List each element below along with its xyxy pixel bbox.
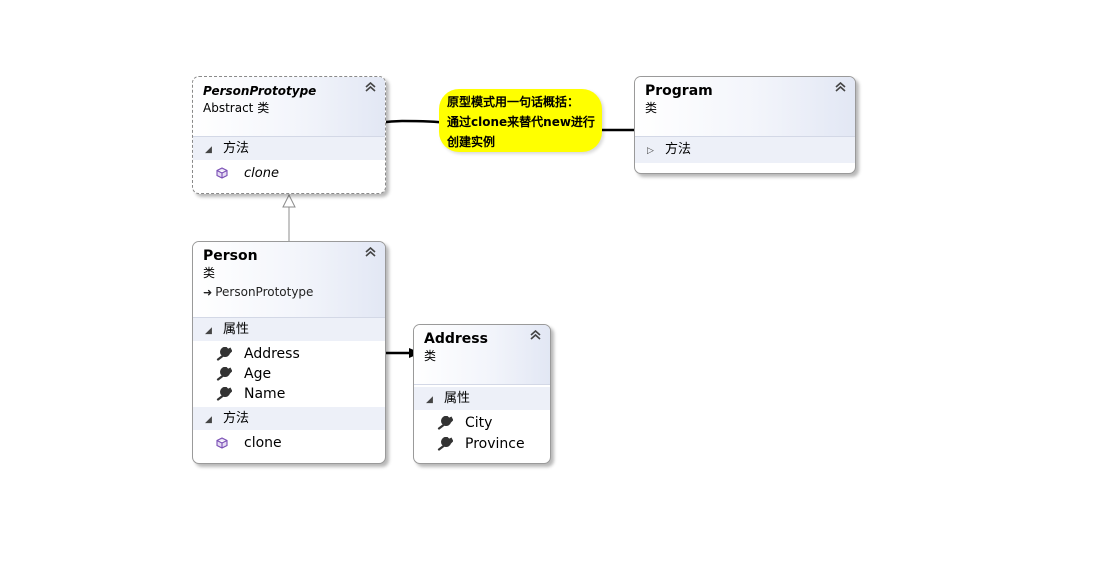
properties-section-label: 属性 (223, 322, 250, 337)
property-item-age[interactable]: Age (193, 364, 385, 384)
expanded-triangle-icon: ◢ (205, 415, 212, 425)
properties-section-header[interactable]: ◢ 属性 (193, 318, 385, 341)
base-type-label: PersonPrototype (215, 285, 314, 299)
expanded-triangle-icon: ◢ (205, 145, 212, 155)
person-header: Person 类 ➜PersonPrototype (193, 242, 385, 318)
person-stereotype: 类 (203, 266, 216, 280)
expanded-triangle-icon: ◢ (205, 326, 212, 336)
property-label: Age (244, 366, 272, 382)
method-item-clone[interactable]: clone (193, 433, 385, 453)
wrench-icon (437, 416, 465, 430)
address-stereotype: 类 (424, 349, 437, 363)
comment-line: 原型模式用一句话概括： (447, 95, 580, 109)
address-header: Address 类 (414, 325, 550, 385)
methods-section-header[interactable]: ◢ 方法 (193, 407, 385, 430)
properties-section-header[interactable]: ◢ 属性 (414, 387, 550, 410)
person-prototype-header: PersonPrototype Abstract 类 (193, 77, 385, 137)
property-item-city[interactable]: City (414, 413, 550, 434)
property-item-name[interactable]: Name (193, 384, 385, 404)
properties-section-label: 属性 (444, 391, 471, 406)
person-title: Person (203, 248, 258, 264)
address-title: Address (424, 331, 488, 347)
program-header: Program 类 (635, 77, 855, 137)
wrench-icon (216, 387, 244, 401)
property-item-address[interactable]: Address (193, 344, 385, 364)
double-chevron-up-icon[interactable] (365, 82, 376, 92)
program-class-box[interactable]: Program 类 ▷ 方法 (634, 76, 856, 174)
property-label: Address (244, 346, 300, 362)
double-chevron-up-icon[interactable] (365, 247, 376, 257)
person-base-type: ➜PersonPrototype (203, 284, 375, 301)
comment-line: 创建实例 (447, 135, 496, 149)
person-prototype-stereotype: Abstract 类 (203, 101, 270, 115)
address-class-box[interactable]: Address 类 ◢ 属性 City Province (413, 324, 551, 464)
wrench-icon (216, 367, 244, 381)
method-cube-icon (216, 437, 244, 449)
method-label: clone (244, 435, 282, 451)
comment-line: 通过clone来替代new进行 (447, 115, 595, 129)
property-label: Name (244, 386, 286, 402)
program-title: Program (645, 83, 713, 99)
expanded-triangle-icon: ◢ (426, 395, 433, 405)
method-cube-icon (216, 167, 244, 179)
inheritance-arrowhead (282, 193, 296, 208)
methods-section-label: 方法 (665, 142, 692, 157)
wrench-icon (216, 347, 244, 361)
comment-note[interactable]: 原型模式用一句话概括： 通过clone来替代new进行 创建实例 (439, 89, 602, 152)
method-label: clone (244, 166, 279, 181)
methods-section-header[interactable]: ◢ 方法 (193, 137, 385, 160)
person-prototype-class-box[interactable]: PersonPrototype Abstract 类 ◢ 方法 clone (192, 76, 386, 194)
property-label: City (465, 415, 493, 431)
property-item-province[interactable]: Province (414, 434, 550, 455)
wrench-icon (437, 437, 465, 451)
double-chevron-up-icon[interactable] (530, 330, 541, 340)
arrow-right-icon: ➜ (203, 286, 213, 299)
method-item-clone[interactable]: clone (193, 163, 385, 183)
double-chevron-up-icon[interactable] (835, 82, 846, 92)
methods-section-label: 方法 (223, 141, 250, 156)
collapsed-triangle-icon: ▷ (647, 146, 654, 156)
person-class-box[interactable]: Person 类 ➜PersonPrototype ◢ 属性 Address Ag… (192, 241, 386, 464)
program-stereotype: 类 (645, 101, 658, 115)
methods-section-label: 方法 (223, 411, 250, 426)
methods-section-header[interactable]: ▷ 方法 (635, 137, 855, 163)
property-label: Province (465, 436, 525, 452)
person-prototype-title: PersonPrototype (203, 84, 317, 98)
